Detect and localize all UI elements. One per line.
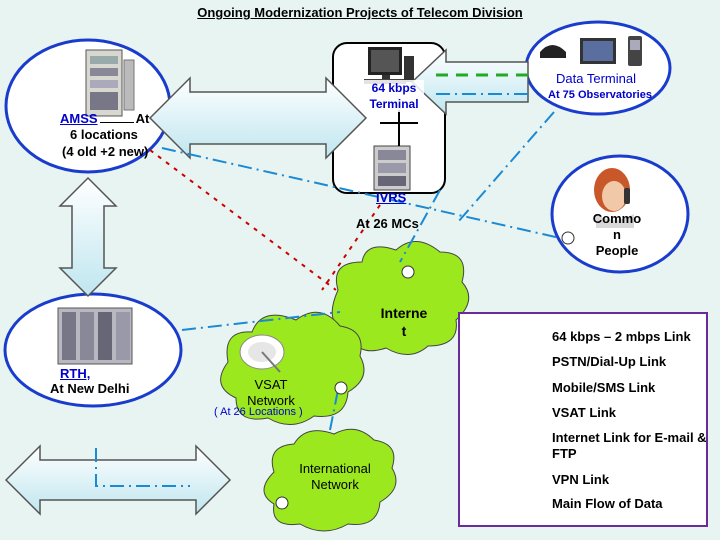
amss-old-new: (4 old +2 new) bbox=[62, 144, 149, 159]
ivrs-label: IVRS bbox=[376, 190, 407, 205]
legend-label-internet: Internet Link for E-mail & FTP bbox=[552, 430, 707, 461]
data-terminal-label: Data Terminal bbox=[556, 71, 636, 86]
common-people-line2: n bbox=[613, 227, 621, 242]
vsat-label: VSAT Network bbox=[236, 377, 306, 409]
vsat-sub-label: ( At 26 Locations ) bbox=[214, 406, 303, 418]
internet-label: Interne t bbox=[372, 304, 436, 340]
main-flow-arrow-rth-international bbox=[4, 444, 232, 516]
terminal-label: 64 kbps Terminal bbox=[364, 80, 424, 112]
common-people-label: Commo n People bbox=[592, 211, 642, 259]
terminal-label-line2: Terminal bbox=[369, 97, 419, 111]
data-terminal-devices-image bbox=[540, 36, 642, 66]
internet-link-rth-vsat bbox=[181, 311, 341, 331]
node-marker-international bbox=[275, 496, 289, 510]
node-marker-vsat bbox=[334, 381, 348, 395]
common-people-line1: Commo bbox=[592, 211, 642, 226]
person-on-phone-image bbox=[594, 168, 634, 228]
internet-link-observatories bbox=[457, 111, 555, 223]
vsat-link-amss bbox=[149, 149, 337, 291]
data-terminal-sub-label: At 75 Observatories bbox=[548, 89, 652, 101]
common-people-ellipse bbox=[550, 154, 690, 274]
internet-link-bracket bbox=[95, 448, 190, 487]
node-marker-people bbox=[561, 231, 575, 245]
amss-name: AMSS bbox=[60, 111, 98, 126]
amss-suffix: At bbox=[135, 111, 150, 126]
main-flow-arrow-amss-rth bbox=[58, 176, 118, 298]
terminal-ivrs-connector bbox=[380, 110, 418, 146]
vsat-label-line1: VSAT bbox=[254, 377, 288, 392]
common-people-line3: People bbox=[595, 243, 639, 258]
legend-label-mobile-sms: Mobile/SMS Link bbox=[552, 380, 656, 395]
internet-link-ivrs-cloud bbox=[399, 189, 441, 263]
international-label: International Network bbox=[292, 461, 378, 493]
ivrs-sub-label: At 26 MCs bbox=[356, 216, 419, 231]
vsat-network-cloud bbox=[220, 311, 365, 425]
legend-label-vsat: VSAT Link bbox=[552, 405, 617, 420]
amss-label: AMSS At bbox=[60, 111, 149, 127]
legend-box bbox=[458, 312, 708, 527]
internet-label-line2: t bbox=[401, 323, 407, 339]
internet-link-amss-people bbox=[161, 147, 561, 239]
international-network-cloud bbox=[263, 428, 397, 532]
amss-underline bbox=[99, 122, 134, 123]
main-flow-arrow-amss-terminal bbox=[148, 76, 368, 160]
main-flow-arrow-data-terminal-terminal bbox=[410, 48, 529, 116]
international-label-line1: International bbox=[299, 461, 371, 476]
internet-link-international bbox=[329, 389, 339, 431]
international-label-line2: Network bbox=[311, 477, 359, 492]
rth-equipment-image bbox=[57, 307, 133, 365]
internet-label-line1: Interne bbox=[380, 305, 428, 321]
ivrs-equipment-image bbox=[373, 145, 411, 191]
terminal-label-line1: 64 kbps bbox=[371, 81, 417, 95]
page-title: Ongoing Modernization Projects of Teleco… bbox=[197, 5, 523, 20]
node-marker-internet bbox=[401, 265, 415, 279]
amss-locations: 6 locations bbox=[70, 127, 138, 142]
legend-label-vpn: VPN Link bbox=[552, 472, 610, 487]
rth-sub-label: At New Delhi bbox=[50, 381, 130, 396]
rth-label: RTH, bbox=[60, 366, 91, 381]
legend-label-pstn: PSTN/Dial-Up Link bbox=[552, 354, 667, 369]
legend-label-main-flow: Main Flow of Data bbox=[552, 496, 663, 511]
vsat-label-line2: Network bbox=[247, 393, 295, 408]
amss-equipment-image bbox=[85, 49, 135, 117]
internet-cloud bbox=[331, 241, 470, 355]
legend-label-64kbps: 64 kbps – 2 mbps Link bbox=[552, 329, 691, 344]
vsat-link-ivrs bbox=[321, 204, 381, 291]
